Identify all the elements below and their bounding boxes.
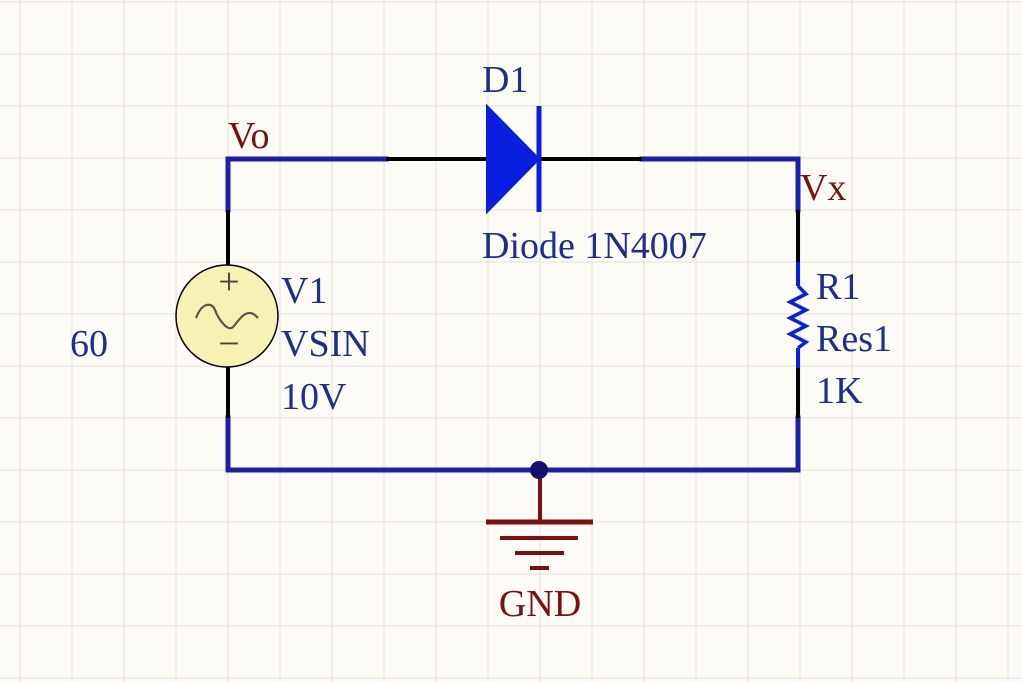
wires[interactable] [225,156,801,473]
source-minus-sign: − [218,323,239,365]
voltage-source-v1[interactable]: + − [175,261,279,368]
source-amplitude[interactable]: 10V [281,376,347,418]
resistor-zigzag[interactable] [786,284,810,350]
source-body[interactable] [175,264,279,368]
net-label-gnd[interactable]: GND [499,583,581,625]
diode-designator[interactable]: D1 [482,59,528,101]
pins [226,157,800,418]
diode-d1[interactable] [486,103,542,215]
source-type[interactable]: VSIN [281,323,370,365]
source-plus-sign: + [218,261,239,303]
sine-wave-icon [194,303,259,330]
net-label-vo[interactable]: Vo [228,115,270,157]
resistor-r1[interactable] [786,262,810,368]
source-frequency[interactable]: 60 [70,323,108,365]
net-label-vx[interactable]: Vx [800,167,846,209]
junction-dot[interactable] [530,461,548,479]
diode-triangle[interactable] [486,103,541,215]
diode-comment[interactable]: Diode 1N4007 [482,225,707,267]
resistor-value[interactable]: 1K [816,370,863,412]
resistor-comment[interactable]: Res1 [816,318,892,360]
ground-symbol[interactable] [486,470,593,570]
source-designator[interactable]: V1 [281,270,327,312]
resistor-designator[interactable]: R1 [816,266,860,308]
